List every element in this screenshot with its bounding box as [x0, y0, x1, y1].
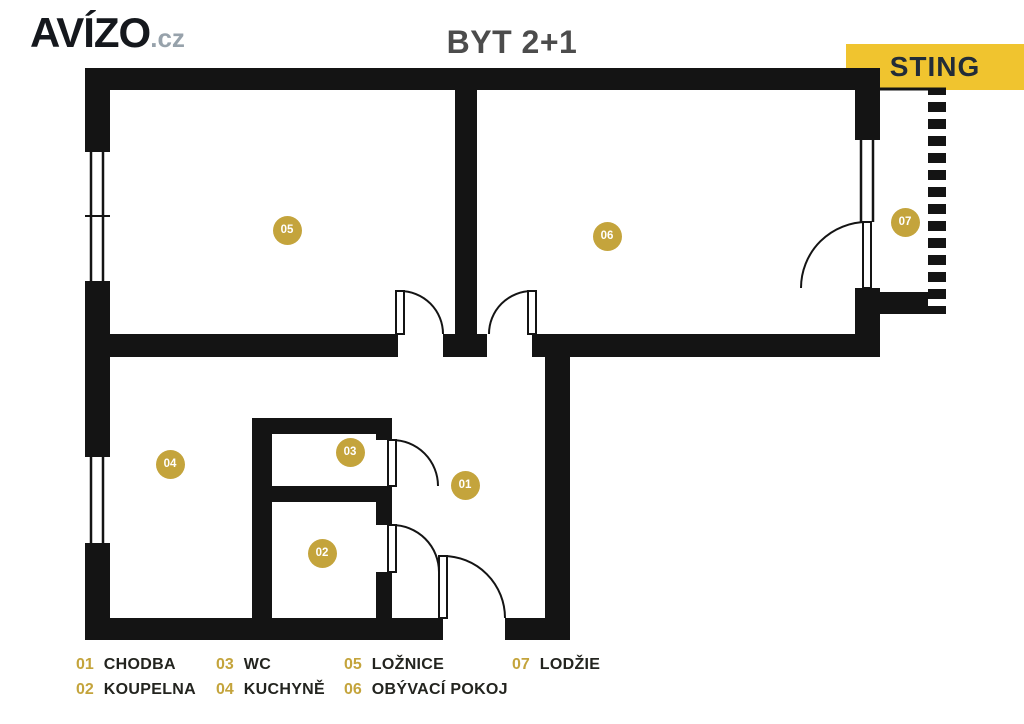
legend-item-number: 03 — [216, 656, 234, 673]
legend-item-label: OBÝVACÍ POKOJ — [371, 681, 508, 698]
legend-item: 04 KUCHYNĚ — [216, 677, 344, 702]
legend-item-label: LODŽIE — [539, 656, 601, 673]
legend-column: 05 LOŽNICE 06 OBÝVACÍ POKOJ — [344, 652, 512, 702]
legend-column: 03 WC 04 KUCHYNĚ — [216, 652, 344, 702]
legend-item: 07 LODŽIE — [512, 652, 600, 677]
avizo-logo-suffix: .cz — [150, 23, 185, 53]
legend-item-label: CHODBA — [103, 656, 176, 673]
legend-item-label: WC — [243, 656, 272, 673]
room-badge-01: 01 — [450, 470, 480, 500]
legend-item-number: 06 — [344, 681, 362, 698]
avizo-logo: AVÍZO.cz — [30, 12, 185, 54]
room-badge-04: 04 — [155, 449, 185, 479]
legend-item: 06 OBÝVACÍ POKOJ — [344, 677, 512, 702]
legend-item: 02 KOUPELNA — [76, 677, 216, 702]
legend-item-number: 04 — [216, 681, 234, 698]
loggia-hatch-wall — [880, 87, 946, 314]
room-badge-03: 03 — [335, 437, 365, 467]
legend-column: 01 CHODBA 02 KOUPELNA — [76, 652, 216, 702]
room-badge-02: 02 — [307, 538, 337, 568]
legend-item-number: 05 — [344, 656, 362, 673]
legend-item: 05 LOŽNICE — [344, 652, 512, 677]
legend-item-number: 01 — [76, 656, 94, 673]
room-badge-06: 06 — [592, 221, 622, 251]
room-badge-07: 07 — [890, 207, 920, 237]
doors — [387, 221, 872, 619]
legend-item: 03 WC — [216, 652, 344, 677]
walls — [85, 68, 946, 640]
plan-title: BYT 2+1 — [446, 24, 578, 60]
legend-item: 01 CHODBA — [76, 652, 216, 677]
legend-item-label: KOUPELNA — [103, 681, 196, 698]
legend-item-number: 07 — [512, 656, 530, 673]
legend-item-number: 02 — [76, 681, 94, 698]
legend-column: 07 LODŽIE — [512, 652, 600, 702]
legend-item-label: KUCHYNĚ — [243, 681, 326, 698]
legend-item-label: LOŽNICE — [371, 656, 445, 673]
room-badge-05: 05 — [272, 215, 302, 245]
legend: 01 CHODBA 02 KOUPELNA 03 WC 04 KUCHYNĚ 05 LOŽ… — [76, 652, 600, 702]
avizo-logo-text: AVÍZO — [30, 9, 151, 56]
windows — [85, 140, 875, 543]
